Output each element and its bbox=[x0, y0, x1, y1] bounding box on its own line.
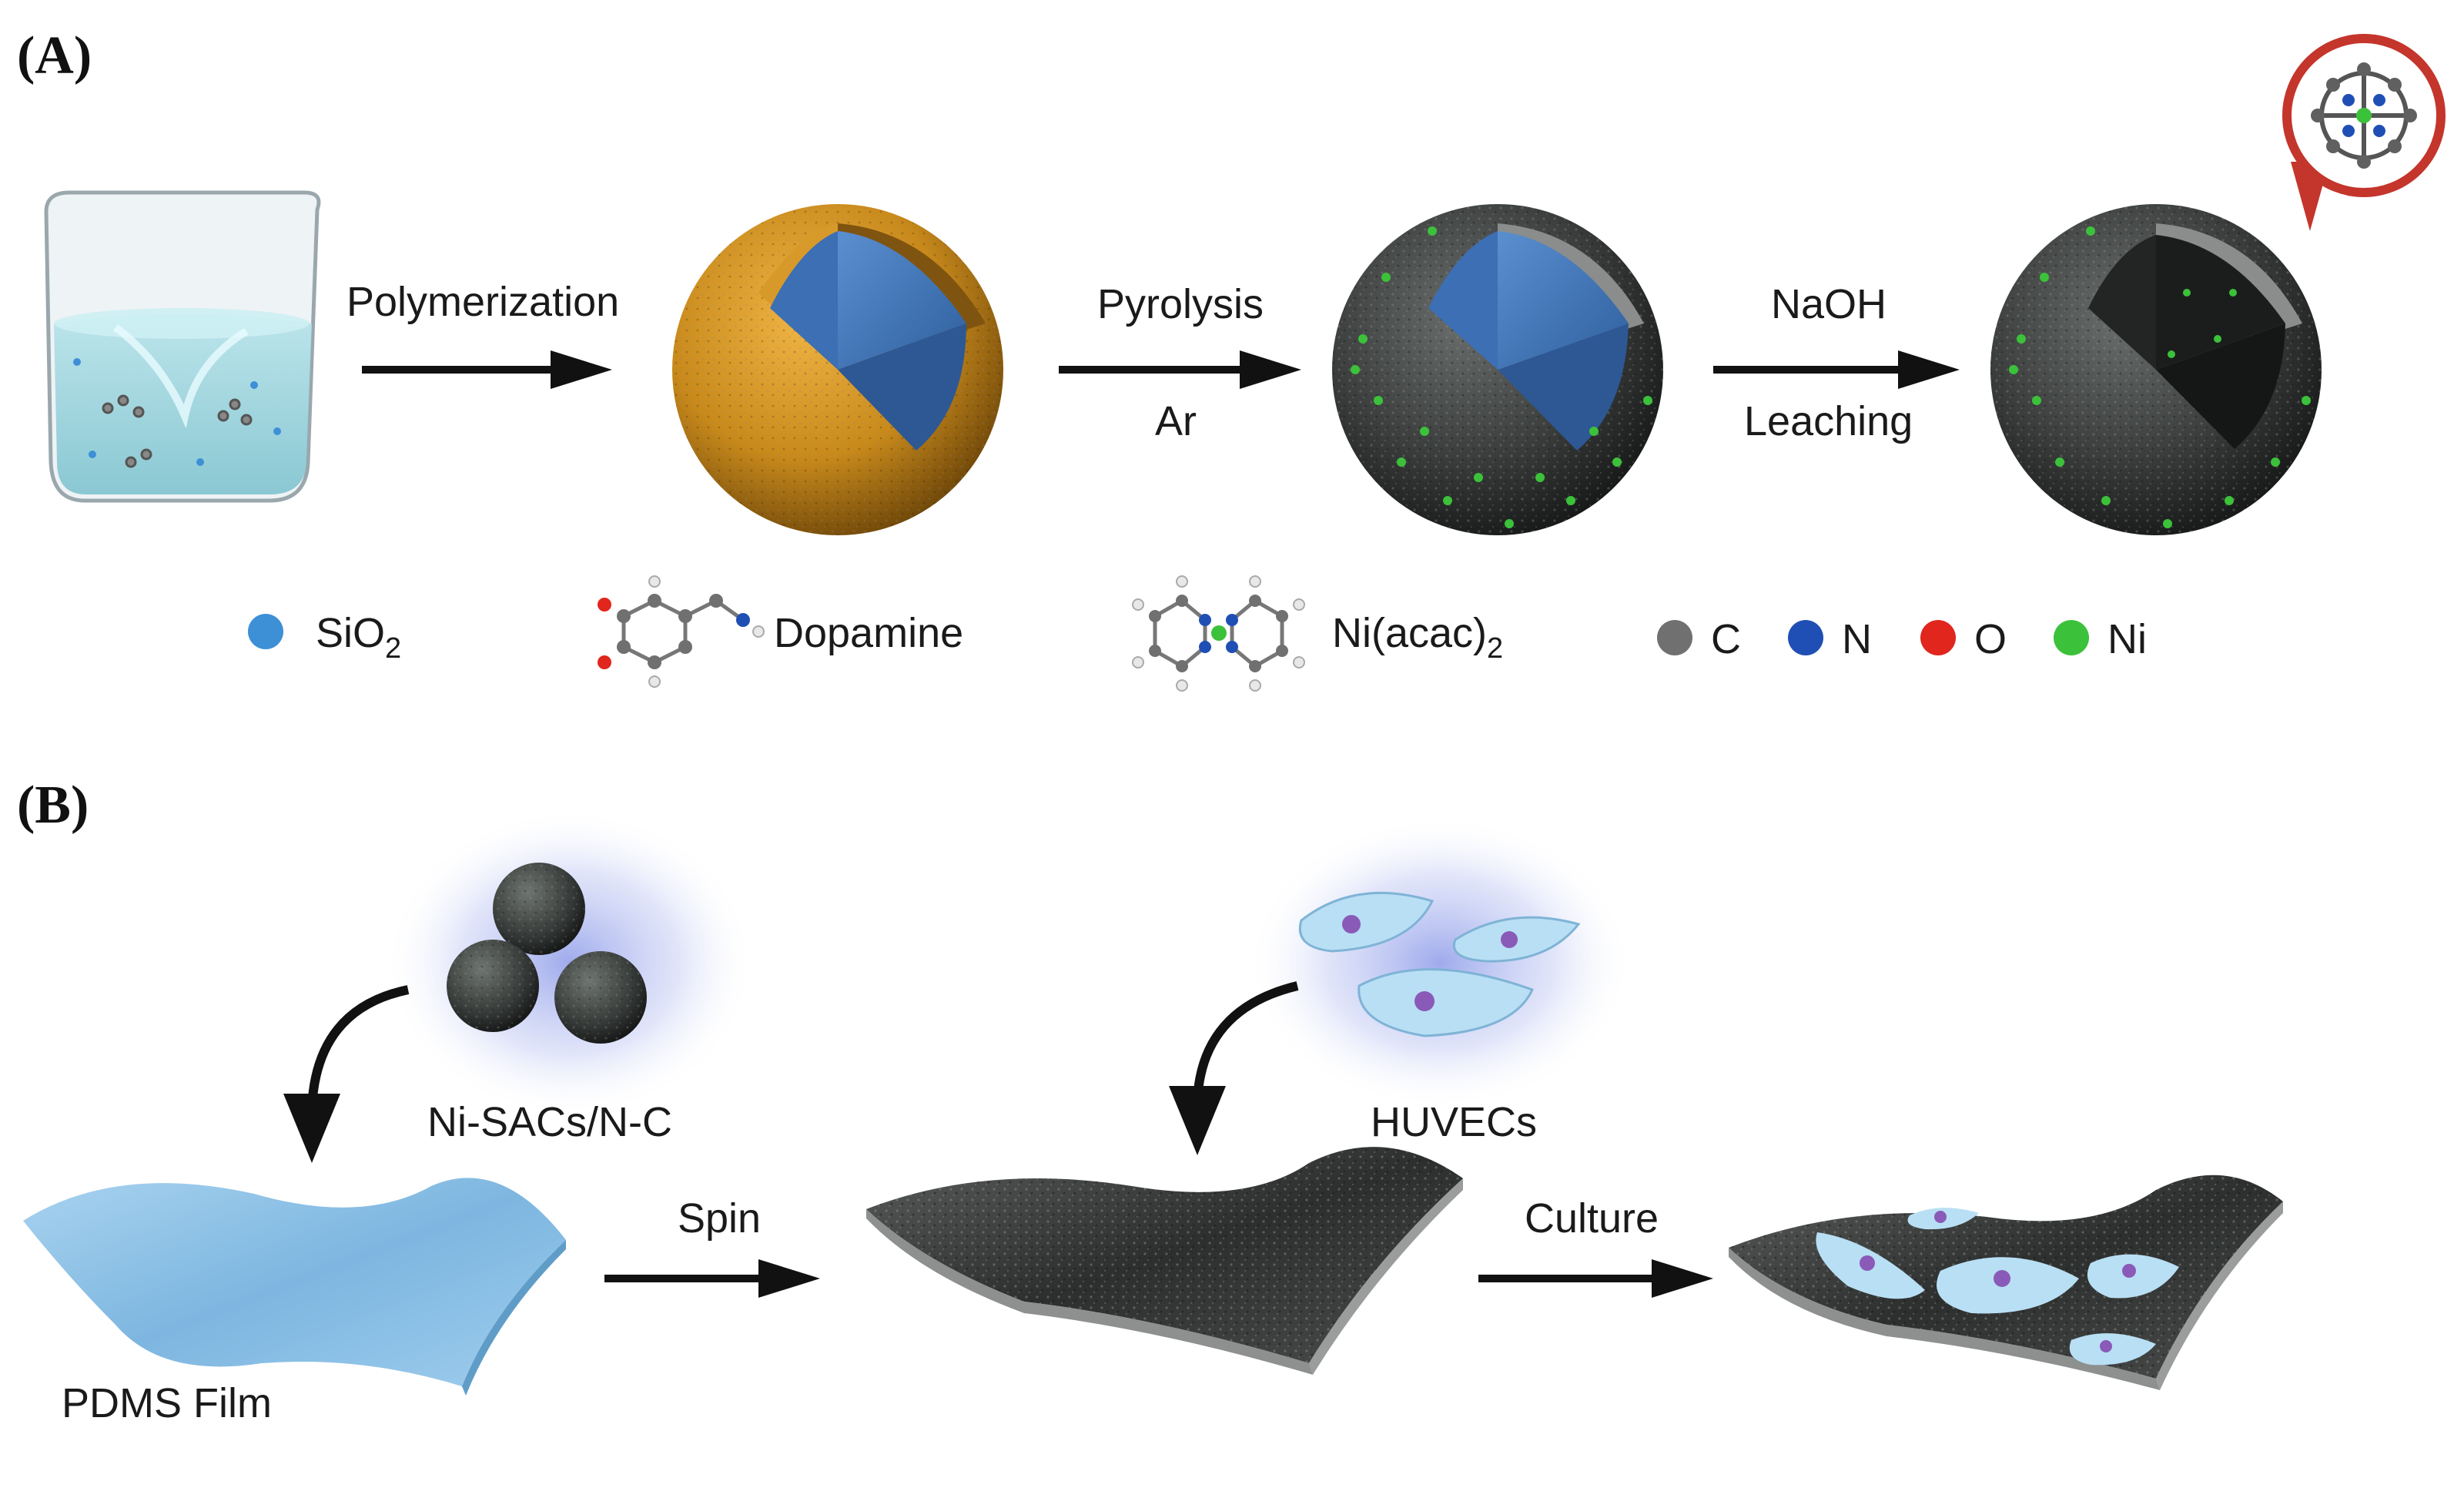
oxygen-legend-label: O bbox=[1974, 616, 2007, 662]
sio2-legend-label: SiO2 bbox=[316, 610, 401, 665]
cell-seeding-arrow bbox=[1169, 981, 1299, 1155]
panel-b-label: (B) bbox=[17, 776, 89, 835]
huvecs-label: HUVECs bbox=[1371, 1099, 1537, 1145]
spin-label: Spin bbox=[678, 1195, 761, 1242]
pdms-film bbox=[23, 1178, 566, 1396]
nickel-legend-marker bbox=[2054, 620, 2089, 655]
huvec-cell-cluster bbox=[1247, 816, 1632, 1109]
naoh-label: NaOH bbox=[1771, 281, 1886, 327]
nitrogen-legend-marker bbox=[1788, 620, 1823, 655]
ni-acac2-legend-label: Ni(acac)2 bbox=[1332, 610, 1503, 665]
sio2-pda-core-shell-sphere bbox=[672, 204, 1003, 535]
polymerization-arrow bbox=[362, 350, 612, 389]
polymerization-label: Polymerization bbox=[346, 279, 619, 325]
sio2-legend-marker bbox=[248, 614, 283, 649]
sio2-nc-core-shell-sphere bbox=[1332, 204, 1663, 535]
nitrogen-legend-label: N bbox=[1842, 616, 1872, 662]
culture-arrow bbox=[1478, 1259, 1713, 1298]
ni-acac2-molecule-icon bbox=[1132, 575, 1305, 692]
carbon-legend-label: C bbox=[1711, 616, 1741, 662]
pyrolysis-arrow bbox=[1059, 350, 1301, 389]
cultured-huvec-cells bbox=[1816, 1208, 2179, 1366]
carbon-legend-marker bbox=[1657, 620, 1692, 655]
pyrolysis-label: Pyrolysis bbox=[1097, 281, 1264, 327]
panel-a-label: (A) bbox=[17, 26, 92, 85]
coated-film bbox=[866, 1147, 1463, 1375]
spin-arrow bbox=[604, 1259, 820, 1298]
ni-sacs-nc-label: Ni-SACs/N-C bbox=[427, 1099, 672, 1145]
dopamine-legend-label: Dopamine bbox=[774, 610, 963, 656]
culture-label: Culture bbox=[1525, 1195, 1659, 1242]
legend: SiO2 Dopamine bbox=[248, 575, 2147, 692]
beaker-illustration bbox=[44, 190, 321, 503]
hollow-ni-sac-sphere bbox=[1990, 204, 2322, 535]
argon-label: Ar bbox=[1155, 398, 1197, 444]
ni-sac-nanoparticle-cluster bbox=[385, 809, 755, 1117]
pdms-film-label: PDMS Film bbox=[62, 1380, 272, 1426]
leaching-arrow bbox=[1713, 350, 1960, 389]
leaching-label: Leaching bbox=[1744, 398, 1913, 444]
particle-deposition-arrow bbox=[283, 985, 410, 1163]
oxygen-legend-marker bbox=[1920, 620, 1956, 655]
ni-n4-zoom-inset bbox=[2282, 34, 2446, 231]
nickel-legend-label: Ni bbox=[2107, 616, 2147, 662]
dopamine-molecule-icon bbox=[598, 575, 765, 688]
